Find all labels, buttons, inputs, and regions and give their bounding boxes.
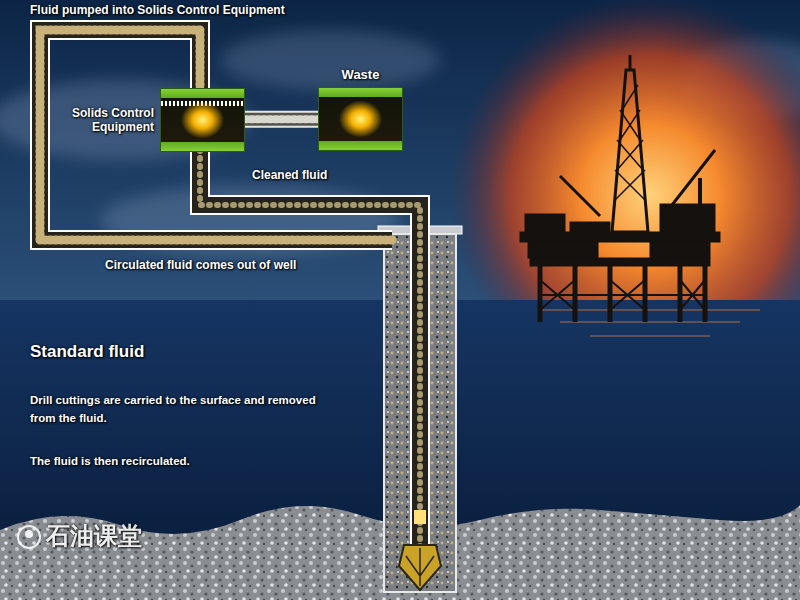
platform-module	[525, 214, 565, 232]
platform-module	[660, 204, 715, 232]
note-text: The fluid is then recirculated.	[30, 455, 330, 469]
pipe-border	[245, 111, 318, 128]
label-holder: Cleaned fluid	[252, 168, 372, 182]
label-holder: The fluid is then recirculated.	[30, 455, 330, 469]
bit-sub	[414, 510, 426, 524]
reflection-line	[560, 321, 740, 323]
watermark-circle	[18, 526, 40, 548]
platform-deck	[520, 232, 720, 242]
drill-bit-cutters	[406, 548, 434, 586]
derrick-lattice	[615, 85, 645, 200]
label-holder: Drill cuttings are carried to the surfac…	[30, 392, 330, 428]
equipment-unit	[160, 88, 245, 152]
label-holder: Standard fluid	[30, 342, 330, 362]
derrick-mast	[629, 55, 632, 70]
circulation-pipes	[40, 30, 420, 548]
equipment-unit	[318, 87, 403, 151]
box-label: Solids Control Equipment	[62, 106, 154, 135]
crane-post	[698, 178, 702, 204]
reflection-line	[590, 335, 710, 337]
watermark-icon	[18, 526, 40, 548]
platform-module	[528, 242, 598, 258]
platform-module	[650, 242, 710, 258]
crane-boom	[560, 176, 600, 216]
cloud	[220, 30, 440, 90]
waste-box: Waste	[318, 67, 403, 151]
note-text: Cleaned fluid	[252, 168, 372, 182]
supply-pipe-border	[200, 150, 420, 548]
heading: Standard fluid	[30, 342, 330, 362]
note-text: Circulated fluid comes out of well	[105, 258, 375, 272]
sunset-glow	[450, 0, 800, 300]
label-holder: Fluid pumped into Solids Control Equipme…	[30, 3, 360, 17]
watermark-dot	[25, 530, 33, 538]
drill-bit	[399, 545, 441, 590]
waste-pipe	[245, 113, 318, 126]
platform-deck	[530, 258, 710, 266]
platform-legs	[540, 266, 705, 322]
fluid-in-pipe	[200, 150, 420, 548]
equipment-box: Solids Control Equipment	[62, 88, 245, 152]
oil-platform	[520, 55, 720, 322]
pipe-connector-group	[245, 119, 318, 120]
cuttings-in-pipe	[245, 115, 318, 123]
crane-boom	[672, 150, 715, 205]
derrick	[612, 70, 648, 232]
label-holder: 石油课堂	[46, 522, 186, 551]
supply-pipe	[200, 150, 420, 548]
box-label: Waste	[318, 67, 403, 83]
note-text: Fluid pumped into Solids Control Equipme…	[30, 3, 360, 17]
platform-module	[570, 222, 610, 232]
label-holder: Circulated fluid comes out of well	[105, 258, 375, 272]
note-text: Drill cuttings are carried to the surfac…	[30, 392, 330, 428]
watermark: 石油课堂	[46, 522, 186, 551]
platform-bracing	[540, 280, 705, 310]
